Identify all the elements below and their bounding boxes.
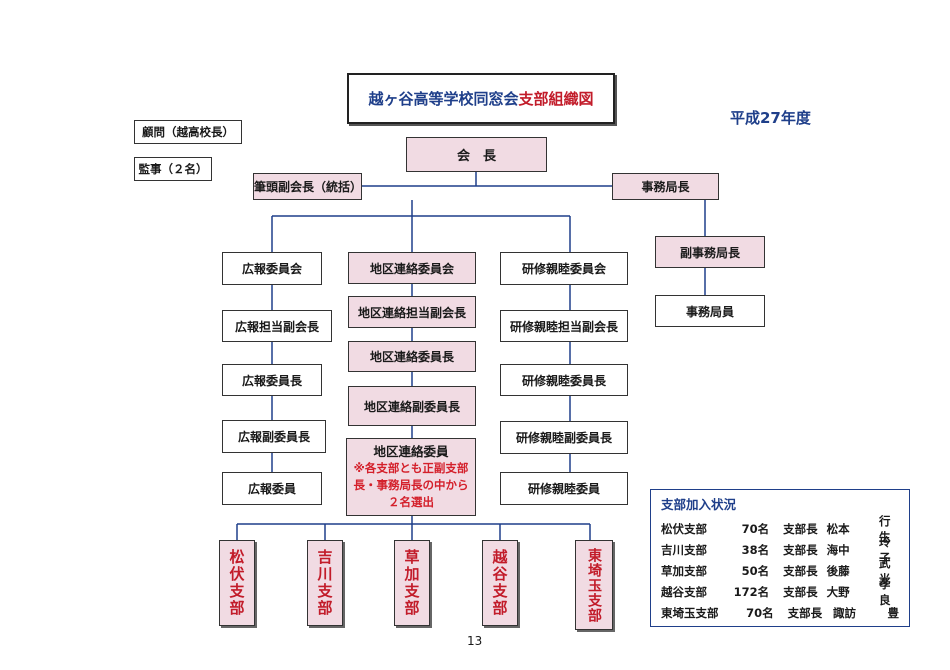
status-surname: 海中 [826, 542, 850, 557]
pr-member-box: 広報委員 [222, 472, 322, 505]
training-chair-box: 研修親睦委員長 [500, 364, 628, 396]
status-count: 70名 [741, 521, 770, 536]
status-surname: 後藤 [826, 563, 850, 578]
liaison-vice-president-box: 地区連絡担当副会長 [348, 296, 476, 328]
liaison-committee-box: 地区連絡委員会 [348, 252, 476, 284]
chart-title: 越ヶ谷高等学校同窓会支部組織図 [347, 73, 615, 124]
deputy-secretary-box: 副事務局長 [655, 236, 765, 268]
status-branch: 東埼玉支部 [661, 605, 719, 620]
list-item: 越谷支部 172名 支部長 大野 孝良 [661, 577, 899, 607]
status-branch: 松伏支部 [661, 521, 707, 536]
status-given-name: 玲子 [878, 534, 891, 565]
pr-vice-chair-box: 広報副委員長 [222, 420, 326, 453]
branch-koshigaya: 越谷支部 [482, 540, 518, 626]
training-vice-president-box: 研修親睦担当副会長 [500, 310, 628, 342]
branch-membership-panel: 支部加入状況 松伏支部 70名 支部長 松本 行生 吉川支部 38名 支部長 海… [650, 489, 910, 627]
pr-chair-box: 広報委員長 [222, 364, 322, 396]
fiscal-year: 平成27年度 [730, 109, 811, 127]
adviser-box: 顧問（越高校長） [134, 120, 242, 144]
status-surname: 大野 [826, 584, 850, 599]
status-role: 支部長 [787, 605, 823, 620]
branch-soka: 草加支部 [394, 540, 430, 626]
training-member-box: 研修親睦委員 [500, 472, 628, 505]
branch-matsubushi: 松伏支部 [219, 540, 255, 626]
branch-membership-heading: 支部加入状況 [661, 497, 737, 512]
status-branch: 越谷支部 [661, 584, 707, 599]
status-branch: 草加支部 [661, 563, 707, 578]
liaison-chair-box: 地区連絡委員長 [348, 341, 476, 372]
status-role: 支部長 [783, 521, 818, 536]
chart-title-highlight: 支部組織図 [518, 90, 594, 108]
chart-title-main: 越ヶ谷高等学校同窓会 [368, 90, 519, 108]
status-given-name: 行生 [878, 513, 891, 544]
status-given-name: 武光 [878, 555, 891, 586]
status-surname: 諏訪 [833, 605, 857, 620]
president-box: 会 長 [406, 137, 547, 172]
liaison-member-label: 地区連絡委員 [373, 444, 449, 459]
pr-committee-box: 広報委員会 [222, 252, 322, 285]
status-given-name: 孝良 [878, 576, 891, 607]
liaison-vice-chair-box: 地区連絡副委員長 [348, 386, 476, 426]
auditor-box: 監事（２名） [134, 157, 212, 181]
page-number: 13 [467, 634, 483, 648]
status-surname: 松本 [826, 521, 850, 536]
liaison-member-box: 地区連絡委員 ※各支部とも正副支部長・事務局長の中から２名選出 [346, 438, 476, 516]
list-item: 吉川支部 38名 支部長 海中 玲子 [661, 535, 899, 565]
training-vice-chair-box: 研修親睦副委員長 [500, 421, 628, 454]
status-branch: 吉川支部 [661, 542, 707, 557]
status-count: 70名 [746, 605, 774, 620]
status-role: 支部長 [783, 584, 818, 599]
status-given-name: 豊 [887, 605, 900, 620]
list-item: 松伏支部 70名 支部長 松本 行生 [661, 514, 899, 544]
liaison-member-note: ※各支部とも正副支部長・事務局長の中から２名選出 [353, 461, 469, 509]
branch-yoshikawa: 吉川支部 [307, 540, 343, 626]
branch-higashi-saitama: 東埼玉支部 [575, 540, 613, 630]
training-committee-box: 研修親睦委員会 [500, 252, 628, 285]
secretariat-staff-box: 事務局員 [655, 295, 765, 327]
status-count: 172名 [733, 584, 770, 599]
status-role: 支部長 [783, 542, 818, 557]
pr-vice-president-box: 広報担当副会長 [222, 310, 332, 342]
list-item: 東埼玉支部 70名 支部長 諏訪 豊 [661, 602, 899, 623]
list-item: 草加支部 50名 支部長 後藤 武光 [661, 556, 899, 586]
vice-president-box: 筆頭副会長（統括） [253, 173, 362, 200]
status-count: 38名 [741, 542, 770, 557]
secretary-general-box: 事務局長 [612, 173, 719, 200]
status-role: 支部長 [783, 563, 818, 578]
status-count: 50名 [741, 563, 770, 578]
